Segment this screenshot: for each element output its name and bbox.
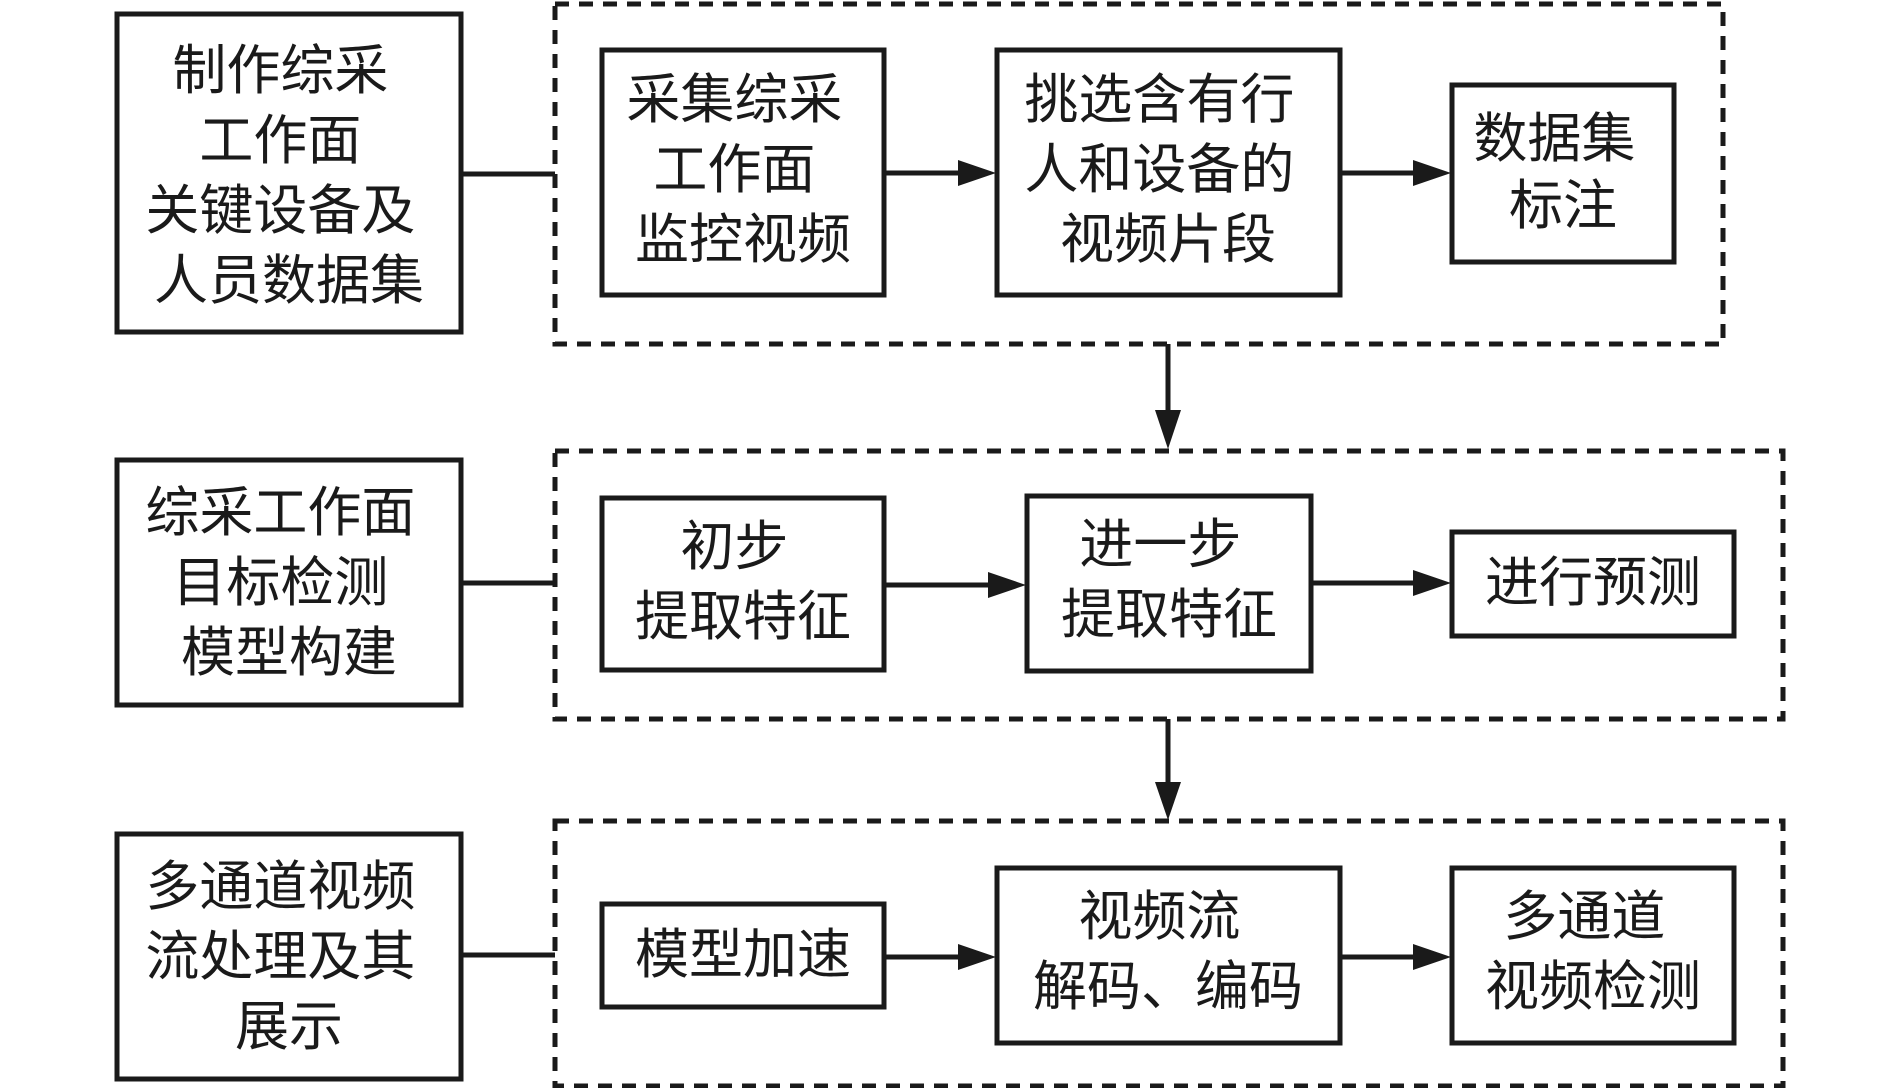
row-3: 多通道视频 流处理及其 展示 模型加速 视频流 解码、编码 多通道 视频检测 [114,818,1786,1088]
row-2: 综采工作面 目标检测 模型构建 初步 提取特征 进一步 提取特征 进行预测 [114,448,1786,722]
step-box-further-features-label: 进一步 提取特征 [1061,513,1277,646]
arrowhead-accel-to-codec [958,944,996,970]
side-box-video-processing-label: 多通道视频 流处理及其 展示 [145,855,432,1058]
step-box-predict-label: 进行预测 [1485,551,1701,614]
step-box-annotate-dataset [1449,82,1677,265]
side-box-model-construction-label: 综采工作面 目标检测 模型构建 [145,481,432,684]
step-box-select-clips-label: 挑选含有行 人和设备的 视频片段 [1024,68,1311,271]
row-1: 制作综采 工作面 关键设备及 人员数据集 采集综采 工作面 监控视频 挑选含有行… [114,1,1726,347]
step-box-multichannel-detection [1449,865,1737,1046]
group-box-row-1 [552,1,1726,347]
step-box-select-clips [994,47,1343,298]
side-box-video-processing [114,831,464,1082]
step-box-initial-features [599,495,887,673]
step-box-model-acceleration [599,901,887,1010]
step-box-annotate-dataset-label: 数据集 标注 [1473,107,1652,237]
arrowhead-row-1-to-row-2 [1155,410,1181,449]
step-box-multichannel-detection-label: 多通道 视频检测 [1485,885,1701,1018]
arrowhead-collect-to-select [958,160,996,186]
arrowhead-select-to-annotate [1413,160,1451,186]
arrowhead-codec-to-detect [1413,944,1451,970]
side-box-dataset-creation [114,11,464,335]
step-box-model-acceleration-label: 模型加速 [635,923,851,986]
side-box-model-construction [114,457,464,708]
group-box-row-3 [552,818,1786,1088]
side-box-dataset-creation-label: 制作综采 工作面 关键设备及 人员数据集 [145,39,432,312]
group-box-row-2 [552,448,1786,722]
step-box-further-features [1024,493,1314,674]
step-box-collect-video-label: 采集综采 工作面 监控视频 [626,68,859,271]
arrowhead-row-2-to-row-3 [1155,782,1181,820]
step-box-initial-features-label: 初步 提取特征 [635,515,851,648]
step-box-stream-codec-label: 视频流 解码、编码 [1033,885,1303,1018]
step-box-stream-codec [994,865,1343,1046]
arrowhead-further-to-predict [1413,570,1451,596]
step-box-predict [1449,529,1737,639]
arrowhead-initial-to-further [988,572,1026,598]
